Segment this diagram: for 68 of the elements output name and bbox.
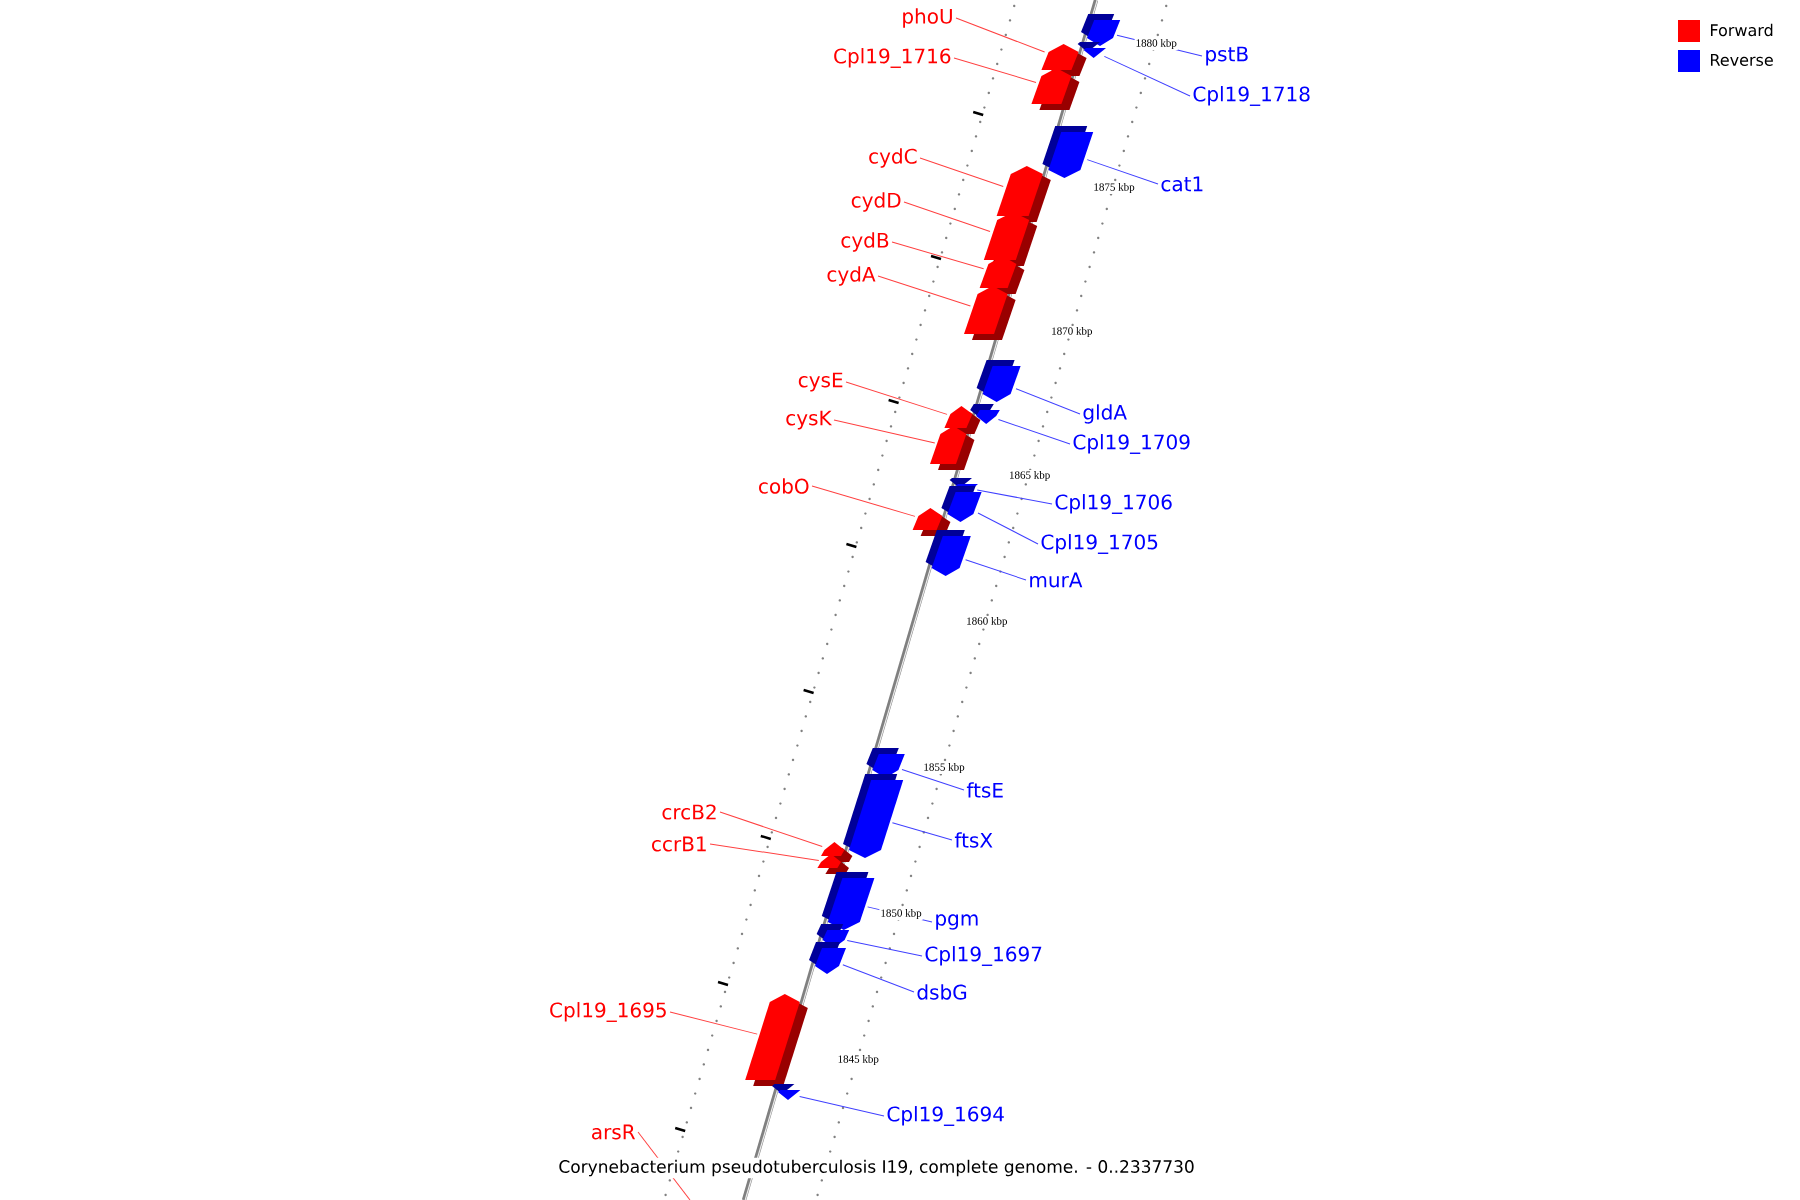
gene-label: murA [1030, 572, 1083, 588]
leader-line [1086, 159, 1159, 185]
gene-label: Cpl19_1718 [1193, 86, 1310, 106]
leader-line [719, 811, 823, 847]
leader-line [845, 381, 948, 415]
gene-block [941, 486, 982, 522]
gene-label: cysE [798, 372, 843, 392]
gene-block [976, 360, 1021, 402]
leader-line [919, 157, 1004, 187]
leader-line [891, 241, 985, 270]
legend-label: Reverse [1711, 54, 1773, 66]
leader-line [976, 489, 1053, 505]
gene-label: Cpl19_1706 [1055, 494, 1172, 514]
leader-line [977, 512, 1039, 545]
gene-block [745, 994, 808, 1086]
legend-label: Forward [1711, 23, 1773, 37]
gene-label: ftsE [966, 782, 1003, 798]
leader-line [965, 559, 1027, 581]
gene-label: dsbG [917, 984, 967, 1000]
gene-label: pstB [1206, 46, 1248, 66]
leader-line [953, 57, 1037, 83]
leader-line [877, 275, 971, 307]
gene-block [930, 426, 975, 470]
gene-label: ccrB1 [652, 836, 706, 852]
gene-label: cydB [841, 232, 889, 252]
gene-label: cat1 [1161, 176, 1203, 192]
gene-block [996, 166, 1051, 222]
gene-label: arsR [592, 1124, 636, 1140]
gene-label: Cpl19_1716 [834, 48, 951, 68]
leader-line [833, 419, 936, 444]
gene-label: ftsX [954, 832, 993, 848]
gene-block [1077, 42, 1106, 58]
gene-label: Cpl19_1709 [1073, 434, 1190, 454]
gene-block [772, 1084, 801, 1100]
gene-label: crcB2 [662, 804, 716, 820]
gene-label: cydC [869, 148, 917, 168]
gene-label: cobO [759, 478, 809, 494]
gene-label: cysK [786, 410, 833, 430]
gene-label: cydA [827, 266, 876, 286]
gene-label: phoU [903, 8, 952, 28]
gene-block [964, 286, 1016, 340]
leader-line [846, 939, 923, 957]
gene-label: Cpl19_1705 [1041, 534, 1158, 554]
leader-line [903, 201, 991, 232]
leader-line [799, 1095, 885, 1117]
leader-line [709, 843, 820, 861]
gene-label: pgm [936, 914, 978, 930]
gene-block [925, 530, 971, 576]
leader-line [1015, 388, 1081, 415]
gene-label: Cpl19_1697 [925, 946, 1042, 966]
gene-label: Cpl19_1694 [887, 1106, 1004, 1126]
caption: Corynebacterium pseudotuberculosis I19, complete genome. - 0..2337730 [556, 1157, 1197, 1179]
leader-line [811, 485, 916, 517]
gene-block [1042, 126, 1094, 178]
gene-label: Cpl19_1695 [550, 1002, 666, 1022]
gene-block [979, 256, 1025, 294]
leader-line [901, 768, 965, 791]
leader-line [997, 419, 1071, 445]
gene-block [817, 854, 849, 874]
gene-label: gldA [1083, 404, 1127, 424]
leader-line [891, 822, 953, 841]
leader-line [955, 17, 1046, 53]
gene-label: cydD [851, 192, 901, 212]
leader-line [669, 1011, 758, 1035]
gene-block [983, 212, 1038, 266]
leader-line [1103, 55, 1191, 97]
gene-block [1031, 68, 1080, 110]
leader-line [842, 964, 915, 993]
